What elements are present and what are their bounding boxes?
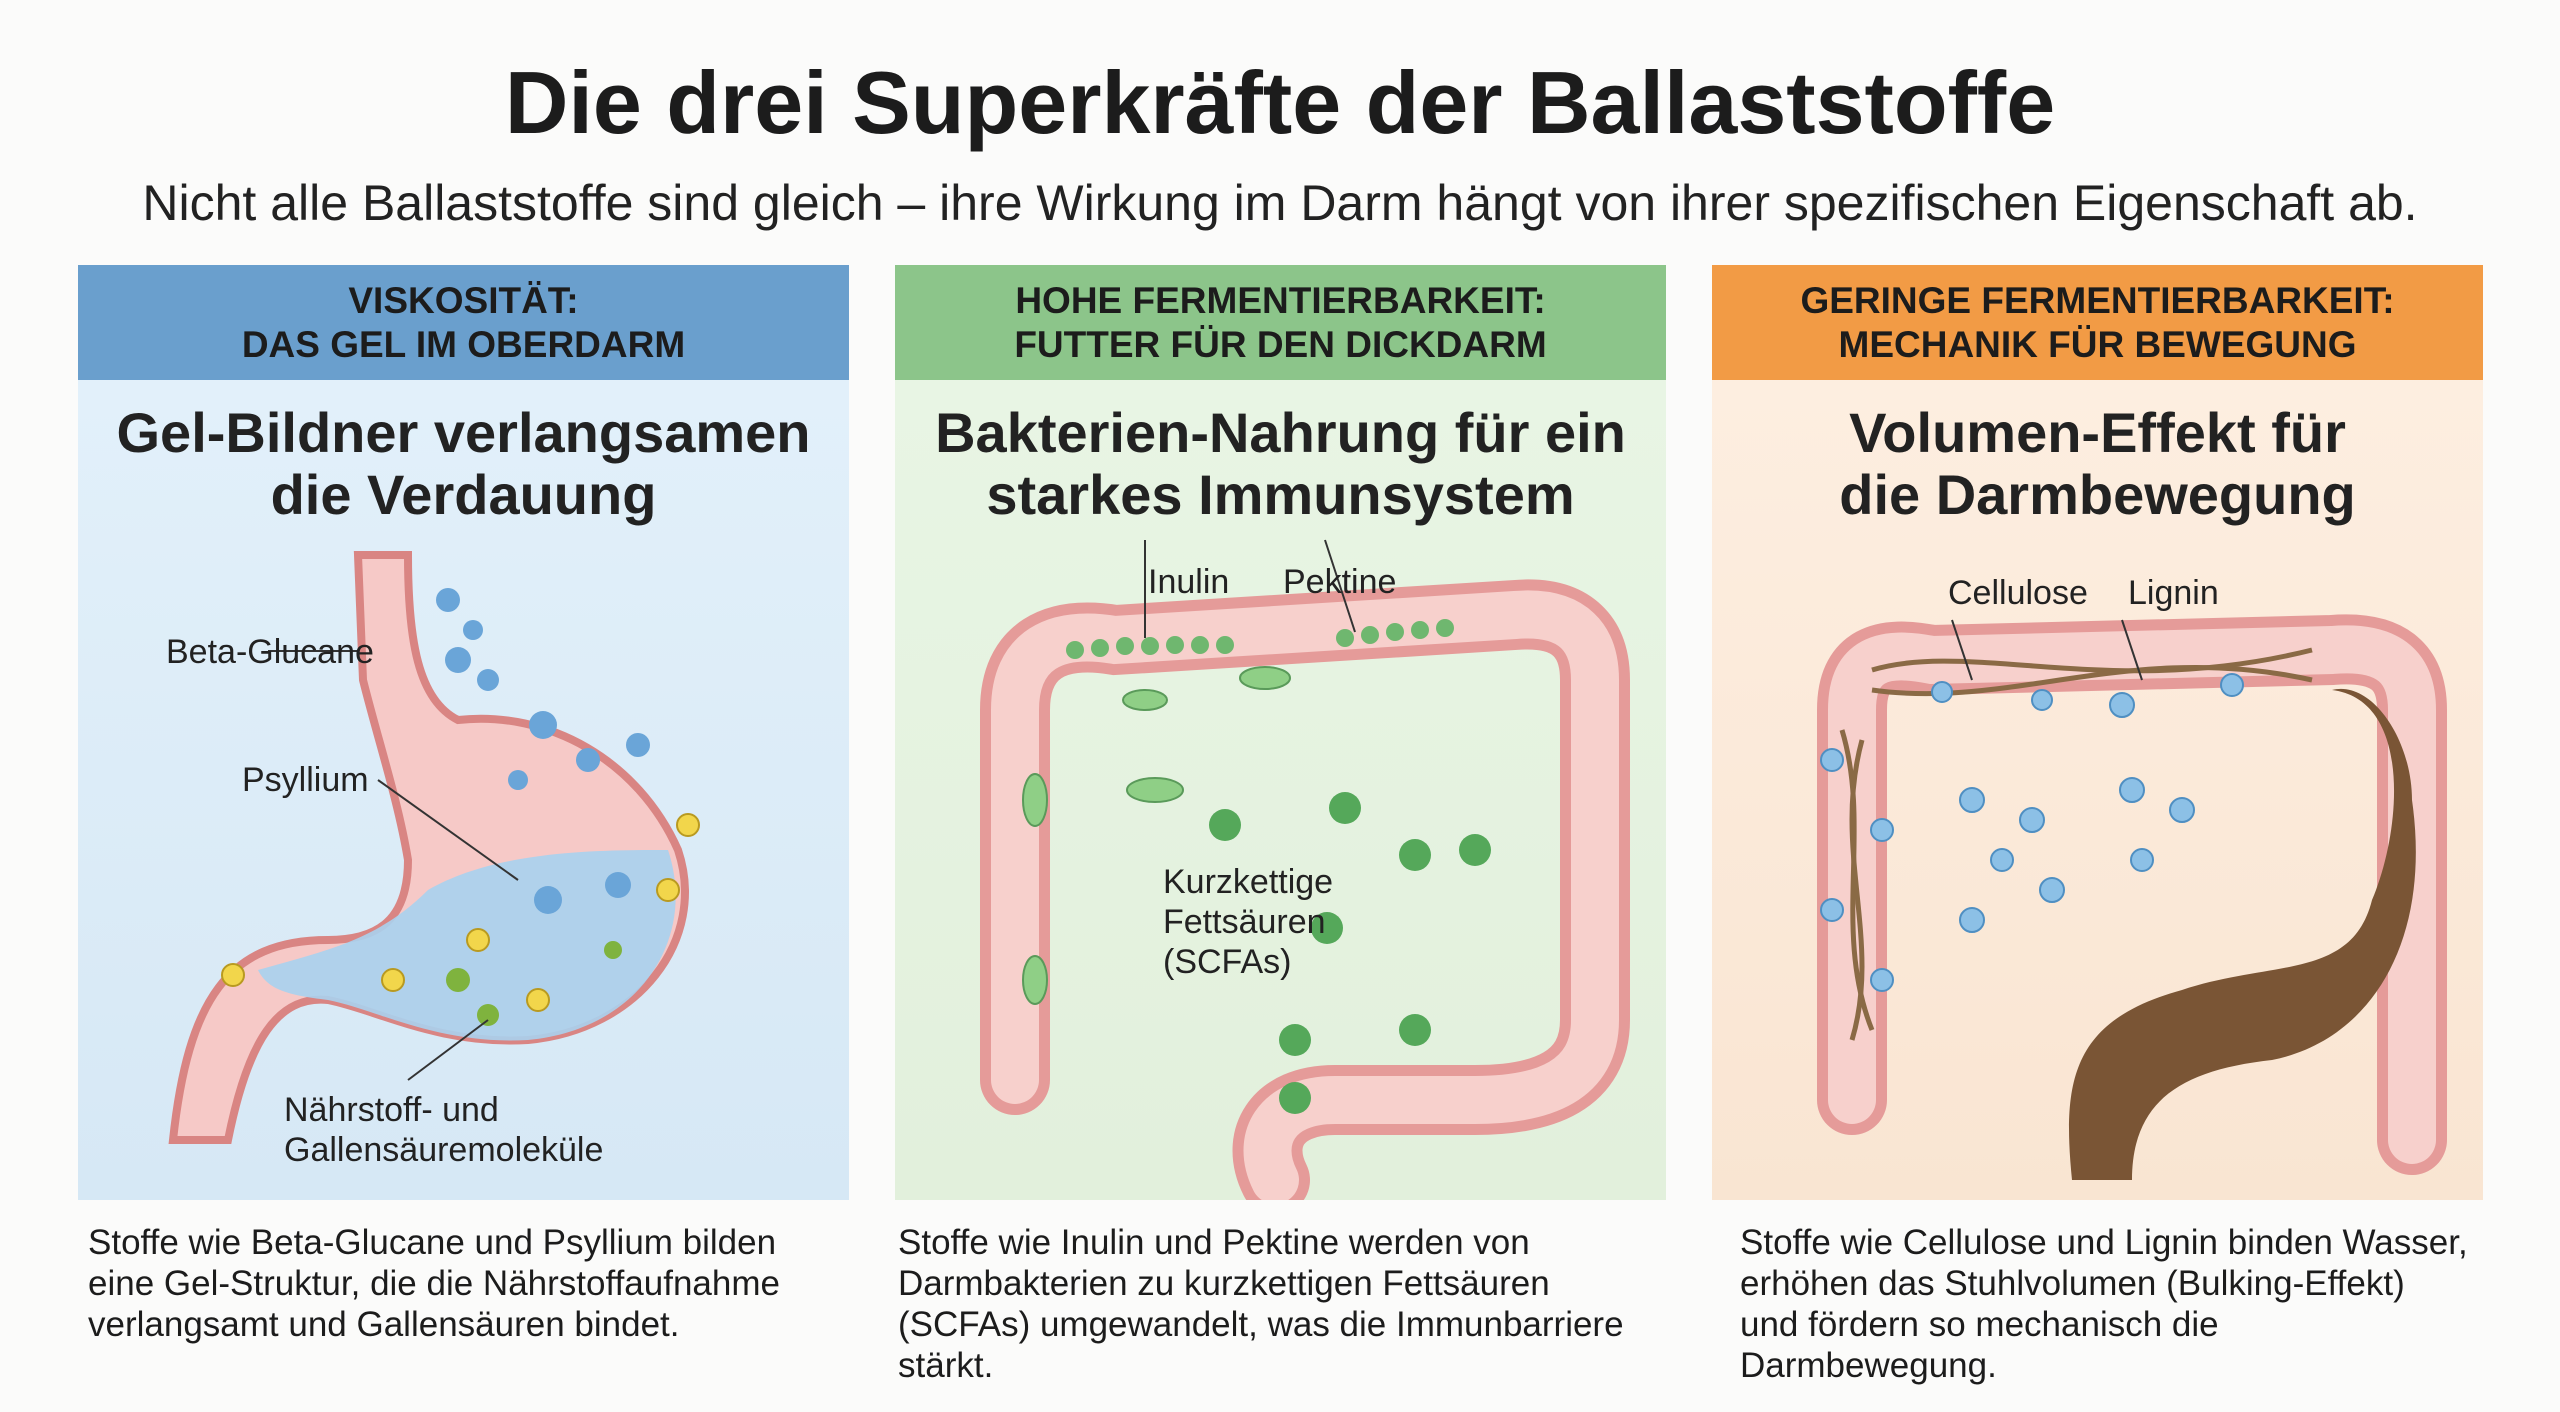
panel-fermentability-high: HOHE FERMENTIERBARKEIT: FUTTER FÜR DEN D… <box>895 265 1666 1200</box>
page-title: Die drei Superkräfte der Ballaststoffe <box>504 53 2056 152</box>
label-cellulose: Cellulose <box>1948 574 2088 612</box>
description-fermentability-low: Stoffe wie Cellulose und Lignin binden W… <box>1740 1223 2468 1385</box>
label-lignin: Lignin <box>2128 574 2219 612</box>
nutrient-molecules <box>221 813 700 1012</box>
cellulose-fibers <box>1839 647 2313 1041</box>
stool-mass <box>2069 688 2416 1180</box>
panel-header: HOHE FERMENTIERBARKEIT: FUTTER FÜR DEN D… <box>895 265 1666 380</box>
inulin-chain <box>1066 619 1454 659</box>
scfa-molecules <box>1209 792 1491 1114</box>
label-inulin: Inulin <box>1148 563 1230 601</box>
label-pektine: Pektine <box>1283 563 1397 601</box>
header-line: MECHANIK FÜR BEWEGUNG <box>1838 323 2357 365</box>
header-line: GERINGE FERMENTIERBARKEIT: <box>1800 279 2395 321</box>
page-subtitle: Nicht alle Ballaststoffe sind gleich – i… <box>142 175 2418 231</box>
label-line <box>377 779 519 881</box>
panel-fermentability-low: GERINGE FERMENTIERBARKEIT: MECHANIK FÜR … <box>1712 265 2483 1200</box>
panel-viscosity: VISKOSITÄT: DAS GEL IM OBERDARM Gel-Bild… <box>78 265 849 1200</box>
panel-header: GERINGE FERMENTIERBARKEIT: MECHANIK FÜR … <box>1712 265 2483 380</box>
header-line: HOHE FERMENTIERBARKEIT: <box>1015 279 1546 321</box>
bacteria <box>1022 666 1291 1005</box>
header-line: VISKOSITÄT: <box>348 279 579 321</box>
water-drops <box>1820 673 2244 992</box>
description-fermentability-high: Stoffe wie Inulin und Pektine werden von… <box>898 1223 1624 1385</box>
beta-glucane-particles <box>436 588 650 914</box>
header-line: DAS GEL IM OBERDARM <box>241 323 686 365</box>
stomach-illustration <box>168 551 700 1144</box>
bulking-illustration <box>1817 614 2447 1180</box>
bile-acid-molecules <box>446 941 622 1026</box>
gel-fill <box>258 850 676 1041</box>
description-viscosity: Stoffe wie Beta-Glucane und Psyllium bil… <box>88 1223 780 1344</box>
colon-illustration <box>980 539 1630 1200</box>
panel-header: VISKOSITÄT: DAS GEL IM OBERDARM <box>78 265 849 380</box>
label-line <box>407 1019 489 1081</box>
label-beta-glucane: Beta-Glucane <box>166 633 374 671</box>
label-psyllium: Psyllium <box>242 761 369 799</box>
header-line: FUTTER FÜR DEN DICKDARM <box>1014 323 1547 365</box>
